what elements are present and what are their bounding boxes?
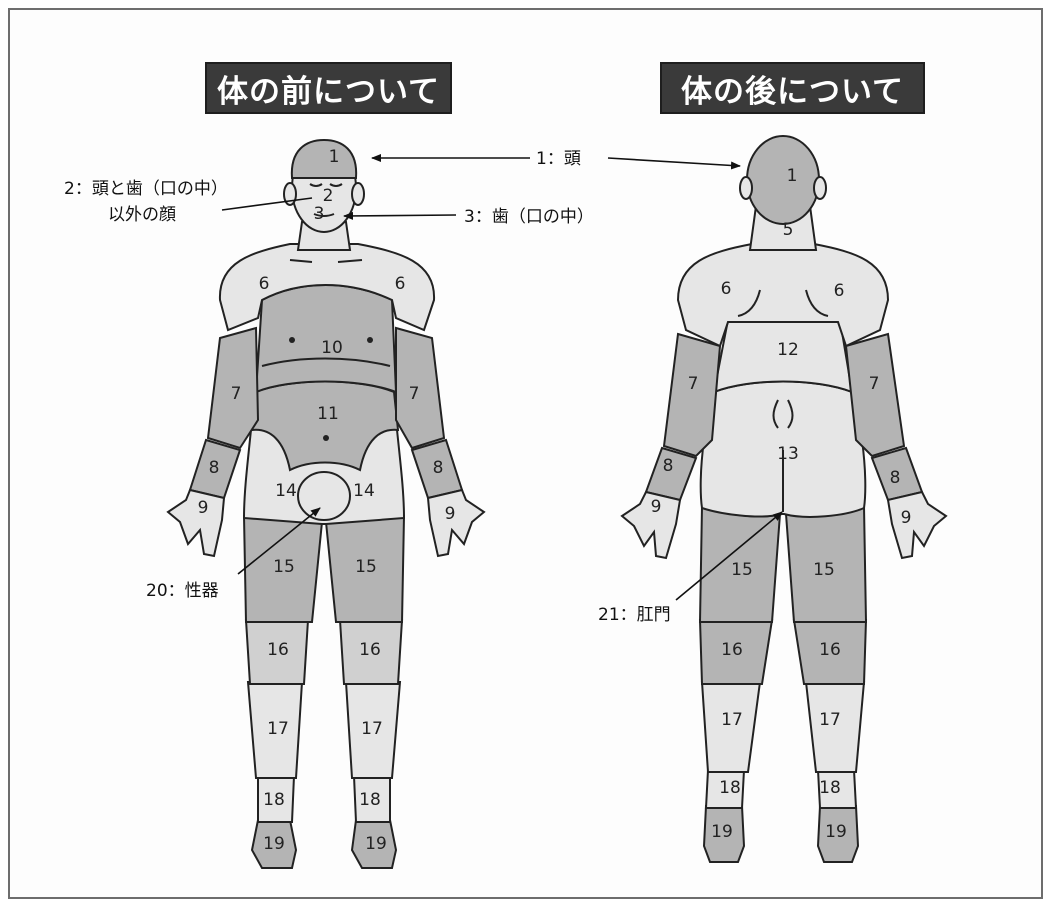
teeth-callout: 3：歯（口の中） <box>464 207 594 227</box>
front-number-hip-right: 14 <box>353 481 375 501</box>
head-callout: 1：頭 <box>536 149 581 169</box>
back-head <box>747 136 819 224</box>
front-upper-arm-right <box>396 328 444 448</box>
front-number-ankle-right: 18 <box>359 790 381 810</box>
front-nipple-left <box>289 337 295 343</box>
back-number-foot-left: 19 <box>711 822 733 842</box>
back-upper-arm-left <box>664 334 720 456</box>
back-figure <box>622 136 946 862</box>
front-number-thigh-left: 15 <box>273 557 295 577</box>
front-number-knee-left: 16 <box>267 640 289 660</box>
front-number-chest: 10 <box>321 338 343 358</box>
back-number-shin-right: 17 <box>819 710 841 730</box>
front-number-upper-arm-left: 7 <box>231 384 242 404</box>
front-number-head: 1 <box>329 147 340 167</box>
front-number-shin-right: 17 <box>361 719 383 739</box>
back-number-knee-right: 16 <box>819 640 841 660</box>
back-number-ankle-left: 18 <box>719 778 741 798</box>
back-number-upper-arm-left: 7 <box>688 374 699 394</box>
teeth-arrow <box>344 215 456 216</box>
front-number-knee-right: 16 <box>359 640 381 660</box>
front-hand-left <box>168 490 224 556</box>
front-number-shoulder-right: 6 <box>395 274 406 294</box>
back-number-hand-left: 9 <box>651 497 662 517</box>
back-number-thigh-left: 15 <box>731 560 753 580</box>
back-ear-right <box>814 177 826 199</box>
back-hand-right <box>888 492 946 558</box>
front-number-upper-arm-right: 7 <box>409 384 420 404</box>
back-number-shoulder-left: 6 <box>721 279 732 299</box>
back-number-forearm-right: 8 <box>890 468 901 488</box>
back-number-foot-right: 19 <box>825 822 847 842</box>
back-number-knee-left: 16 <box>721 640 743 660</box>
front-ear-right <box>352 183 364 205</box>
front-number-foot-right: 19 <box>365 834 387 854</box>
front-head-top <box>292 140 356 178</box>
face-callout-line2: 以外の顔 <box>108 205 176 225</box>
back-number-hand-right: 9 <box>901 508 912 528</box>
front-nipple-right <box>367 337 373 343</box>
back-number-head: 1 <box>787 166 798 186</box>
front-number-foot-left: 19 <box>263 834 285 854</box>
front-genital-circle <box>298 472 350 520</box>
back-number-forearm-left: 8 <box>663 456 674 476</box>
front-number-shoulder-left: 6 <box>259 274 270 294</box>
front-number-teeth: 3 <box>314 204 325 224</box>
front-number-hip-left: 14 <box>275 481 297 501</box>
back-number-back: 12 <box>777 340 799 360</box>
front-hand-right <box>428 490 484 556</box>
head-arrow-right <box>608 158 740 166</box>
back-ear-left <box>740 177 752 199</box>
front-navel <box>323 435 329 441</box>
front-number-shin-left: 17 <box>267 719 289 739</box>
back-number-upper-arm-right: 7 <box>869 374 880 394</box>
front-number-forearm-right: 8 <box>433 458 444 478</box>
front-number-face: 2 <box>323 186 334 206</box>
front-number-hand-left: 9 <box>198 498 209 518</box>
back-number-ankle-right: 18 <box>819 778 841 798</box>
front-number-thigh-right: 15 <box>355 557 377 577</box>
back-number-lower-back: 13 <box>777 444 799 464</box>
anus-callout: 21：肛門 <box>598 605 671 625</box>
back-number-shin-left: 17 <box>721 710 743 730</box>
back-number-shoulder-right: 6 <box>834 281 845 301</box>
front-number-abdomen: 11 <box>317 404 339 424</box>
front-number-hand-right: 9 <box>445 504 456 524</box>
back-number-neck: 5 <box>783 220 794 240</box>
front-number-ankle-left: 18 <box>263 790 285 810</box>
face-callout-line1: 2：頭と歯（口の中） <box>64 179 228 199</box>
back-number-thigh-right: 15 <box>813 560 835 580</box>
front-number-forearm-left: 8 <box>209 458 220 478</box>
front-figure <box>168 140 484 868</box>
genitals-callout: 20：性器 <box>146 581 219 601</box>
